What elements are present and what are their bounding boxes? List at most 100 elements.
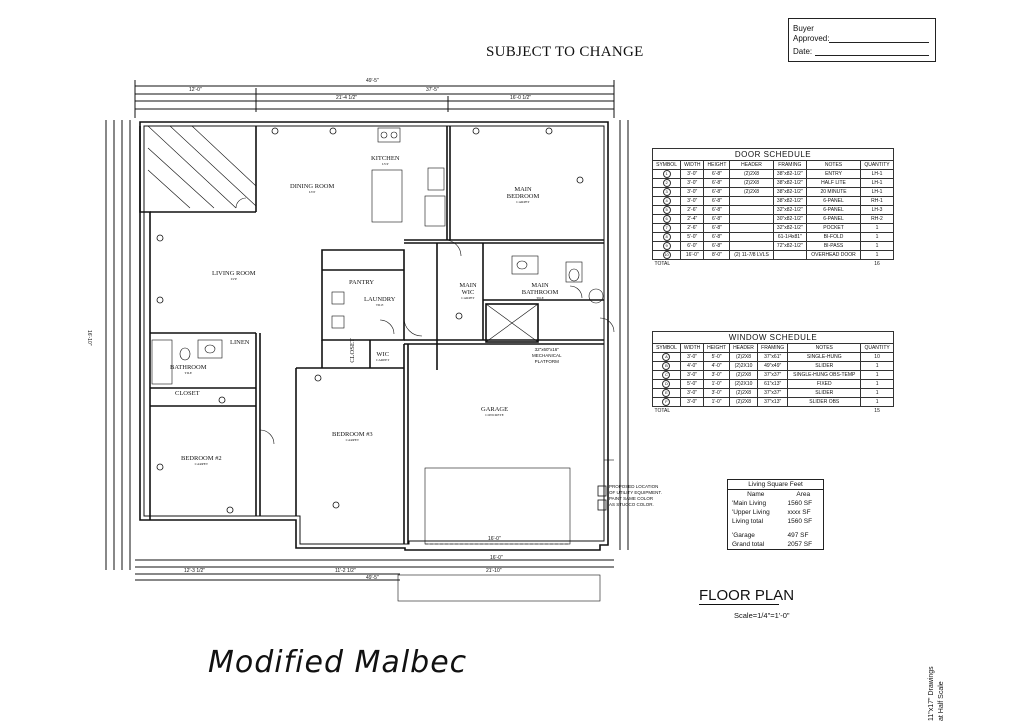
door-schedule-cell: 3'-0" bbox=[680, 196, 705, 206]
door-schedule-cell: (2)2X8 bbox=[729, 169, 774, 179]
lsf-row-area: xxxx SF bbox=[787, 509, 811, 516]
window-schedule-cell: 3'-0" bbox=[679, 352, 705, 362]
door-schedule-cell: 38"x82-1/2" bbox=[772, 187, 808, 197]
door-schedule-cell: 6'-8" bbox=[703, 178, 731, 188]
utility-equipment-note: PROPOSED LOCATION OF UTILITY EQUIPMENT. … bbox=[609, 484, 662, 508]
door-schedule-cell: 5'-0" bbox=[680, 232, 705, 242]
window-schedule-cell: 3'-0" bbox=[703, 370, 730, 380]
door-schedule-cell: 61-1/4x81" bbox=[772, 232, 808, 242]
door-schedule-cell: 8'-0" bbox=[703, 250, 731, 260]
drawing-scale-note: at Half Scale bbox=[938, 681, 945, 721]
door-schedule-cell bbox=[729, 214, 774, 224]
dim-top-right: 37'-5" bbox=[426, 87, 439, 93]
window-schedule-cell: 1 bbox=[860, 379, 894, 389]
note-line: OF UTILITY EQUIPMENT. bbox=[609, 490, 662, 495]
buyer-approval-box: Buyer Approved: Date: bbox=[788, 18, 936, 62]
door-schedule-cell: 38"x82-1/2" bbox=[772, 196, 808, 206]
door-schedule-cell: 6'-8" bbox=[703, 205, 731, 215]
room-name: LINEN bbox=[230, 339, 250, 346]
door-schedule-symbol: 4 bbox=[662, 197, 671, 205]
room-floor: LVP bbox=[230, 277, 237, 281]
door-schedule-cell: RH-1 bbox=[859, 196, 895, 206]
lsf-row-name: Grand total bbox=[732, 541, 765, 548]
handwritten-model-name: Modified Malbec bbox=[208, 645, 468, 680]
floor-plan-title: FLOOR PLAN bbox=[699, 587, 795, 604]
window-schedule-cell: 1 bbox=[860, 388, 894, 398]
room-name: DINING ROOM bbox=[290, 183, 335, 190]
door-schedule-cell: (2)2X8 bbox=[729, 178, 774, 188]
note-line: PROPOSED LOCATION bbox=[609, 484, 659, 489]
door-schedule-cell: 1 bbox=[859, 223, 895, 233]
dim-garage-door: 16'-0" bbox=[488, 536, 501, 542]
note-line: PAINT SAME COLOR bbox=[609, 496, 654, 501]
lsf-col-area: Area bbox=[796, 491, 811, 498]
door-schedule-cell bbox=[729, 232, 774, 242]
door-schedule-cell: 3'-0" bbox=[680, 187, 705, 197]
dim-top-mid: 21'-4 1/2" bbox=[336, 95, 358, 101]
door-schedule-symbol: 3 bbox=[662, 188, 671, 196]
door-schedule-symbol: 2 bbox=[662, 179, 671, 187]
room-closet-1: CLOSET bbox=[175, 390, 200, 397]
window-schedule-symbol: B bbox=[662, 362, 671, 370]
window-schedule-cell: 3'-0" bbox=[703, 388, 730, 398]
door-schedule-symbol: 1 bbox=[662, 170, 671, 178]
dim-bottom-garage: 21'-10" bbox=[486, 568, 502, 574]
door-schedule-cell: 6'-8" bbox=[703, 232, 731, 242]
room-name: PANTRY bbox=[349, 279, 375, 286]
room-floor: TILE bbox=[375, 303, 384, 307]
door-schedule-cell: 6'-0" bbox=[680, 241, 705, 251]
room-name: WIC bbox=[376, 351, 390, 358]
window-schedule-symbol: D bbox=[662, 380, 671, 388]
window-schedule-cell: 37"x37" bbox=[756, 388, 789, 398]
door-schedule-symbol: 9 bbox=[662, 242, 671, 250]
window-schedule-cell: FIXED bbox=[787, 379, 862, 389]
door-schedule-cell: 32"x82-1/2" bbox=[772, 205, 808, 215]
window-schedule-symbol: C bbox=[662, 371, 671, 379]
dim-overall-top: 49'-5" bbox=[366, 78, 379, 84]
window-schedule-cell: (2)2X8 bbox=[729, 397, 758, 407]
window-schedule-cell: 5'-0" bbox=[679, 379, 705, 389]
door-schedule-cell: (2)2X8 bbox=[729, 187, 774, 197]
room-floor: LVP bbox=[382, 162, 389, 166]
door-schedule-cell: LH-1 bbox=[859, 187, 895, 197]
room-name: MAIN BEDROOM bbox=[506, 186, 540, 200]
door-schedule-cell: 6'-8" bbox=[703, 241, 731, 251]
door-schedule-cell: 30"x82-1/2" bbox=[772, 214, 808, 224]
door-schedule-cell bbox=[772, 250, 808, 260]
date-line bbox=[815, 55, 929, 56]
door-schedule-cell bbox=[729, 241, 774, 251]
door-schedule-cell: 20 MINUTE bbox=[806, 187, 861, 197]
door-schedule-cell: 38"x82-1/2" bbox=[772, 178, 808, 188]
window-schedule-cell: 37"x37" bbox=[756, 370, 789, 380]
drawing-size-note: 11"x17" Drawings bbox=[928, 666, 935, 721]
door-schedule-cell: 6'-8" bbox=[703, 214, 731, 224]
room-floor: CARPET bbox=[345, 438, 360, 442]
room-floor: TILE bbox=[184, 371, 193, 375]
window-schedule-cell: 10 bbox=[860, 352, 894, 362]
dim-bottom-mid: 11'-2 1/2" bbox=[335, 568, 356, 574]
mechanical-platform-note: 32"x60"x16" MECHANICAL PLATFORM bbox=[532, 347, 562, 365]
door-schedule-cell: 6'-8" bbox=[703, 187, 731, 197]
window-schedule-cell: 3'-0" bbox=[679, 397, 705, 407]
window-schedule-symbol: E bbox=[662, 389, 671, 397]
room-name: LIVING ROOM bbox=[212, 270, 256, 277]
door-schedule-cell bbox=[729, 223, 774, 233]
window-schedule-cell: SLIDER bbox=[787, 361, 862, 371]
door-schedule-cell: 6'-8" bbox=[703, 196, 731, 206]
door-schedule-cell: 6-PANEL bbox=[806, 196, 861, 206]
room-name: BATHROOM bbox=[170, 364, 207, 371]
